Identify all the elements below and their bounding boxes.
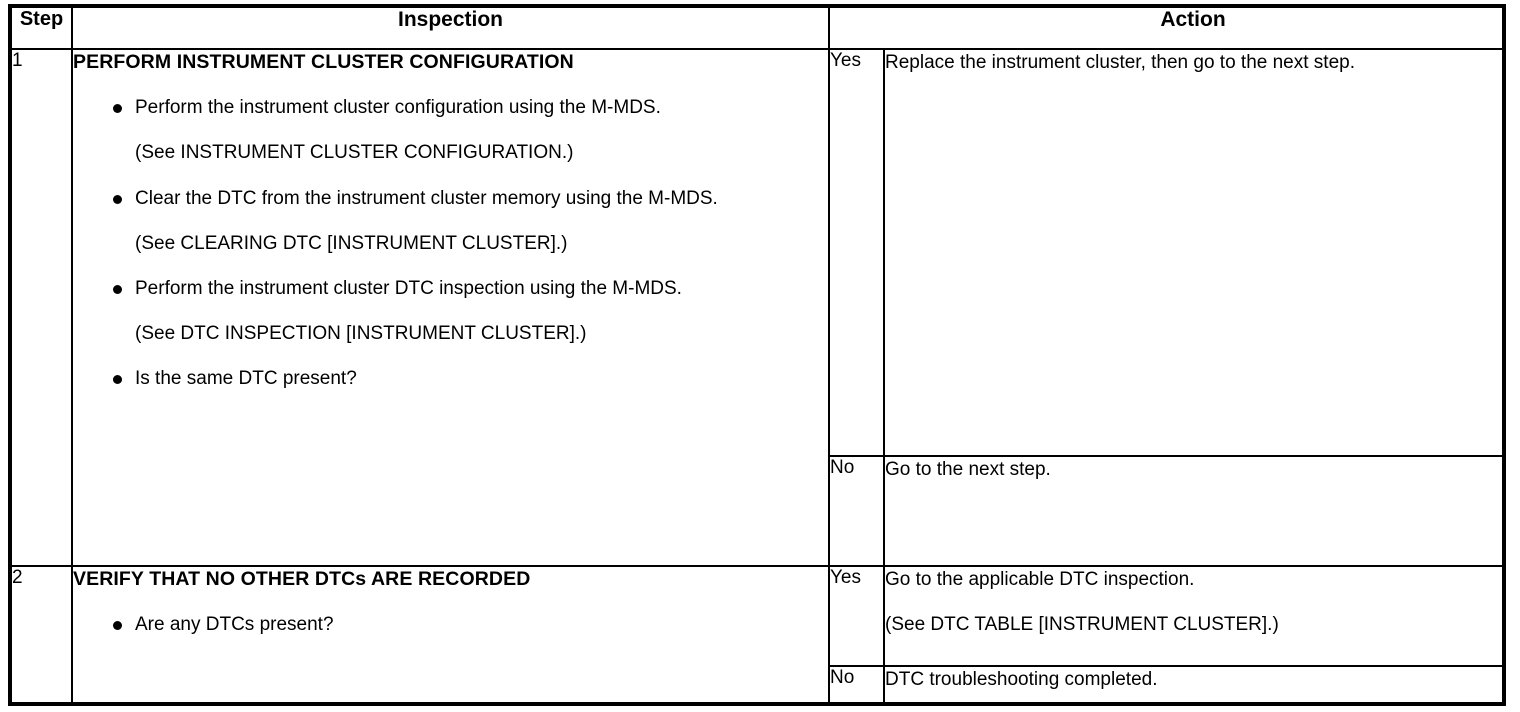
step-number-cell: 1 xyxy=(8,48,73,567)
table-header: Step Inspection Action xyxy=(8,4,1506,50)
action-cell: Go to the next step. xyxy=(883,455,1506,567)
inspection-cell: VERIFY THAT NO OTHER DTCs ARE RECORDED A… xyxy=(71,565,830,706)
result-label-yes: Yes xyxy=(828,565,885,667)
inspection-item-list: Are any DTCs present? xyxy=(73,612,828,637)
column-header-action: Action xyxy=(884,4,1506,50)
reference-note: (See CLEARING DTC [INSTRUMENT CLUSTER].) xyxy=(73,231,828,256)
table-row: No DTC troubleshooting completed. xyxy=(10,665,1506,706)
column-header-step: Step xyxy=(8,4,73,50)
list-item-text: Is the same DTC present? xyxy=(135,367,357,389)
action-cell: Replace the instrument cluster, then go … xyxy=(883,48,1506,457)
action-reference-note: (See DTC TABLE [INSTRUMENT CLUSTER].) xyxy=(885,614,1279,636)
list-item: Perform the instrument cluster DTC inspe… xyxy=(73,276,828,301)
list-item: Are any DTCs present? xyxy=(73,612,828,637)
list-item: Perform the instrument cluster configura… xyxy=(73,95,828,120)
list-item-text: Perform the instrument cluster DTC inspe… xyxy=(135,277,682,299)
result-label-no: No xyxy=(828,455,885,567)
table-row: 1 PERFORM INSTRUMENT CLUSTER CONFIGURATI… xyxy=(8,48,1506,567)
result-label-no: No xyxy=(828,665,885,706)
reference-note-text: (See CLEARING DTC [INSTRUMENT CLUSTER].) xyxy=(135,232,568,254)
list-item-text: Clear the DTC from the instrument cluste… xyxy=(135,187,718,209)
action-cell: Go to the applicable DTC inspection. (Se… xyxy=(883,565,1506,667)
table-row: 2 VERIFY THAT NO OTHER DTCs ARE RECORDED… xyxy=(8,565,1506,706)
action-cell: DTC troubleshooting completed. xyxy=(883,665,1506,706)
bullet-icon xyxy=(113,621,122,631)
inspection-title: VERIFY THAT NO OTHER DTCs ARE RECORDED xyxy=(73,568,531,590)
inspection-cell: PERFORM INSTRUMENT CLUSTER CONFIGURATION… xyxy=(71,48,830,567)
bullet-icon xyxy=(113,104,122,114)
list-item-text: Are any DTCs present? xyxy=(135,614,334,636)
column-header-yesno-spacer xyxy=(828,4,884,50)
table-body: 1 PERFORM INSTRUMENT CLUSTER CONFIGURATI… xyxy=(8,48,1506,706)
action-text: Replace the instrument cluster, then go … xyxy=(885,52,1355,73)
reference-note-text: (See DTC INSPECTION [INSTRUMENT CLUSTER]… xyxy=(135,322,587,344)
action-text: Go to the next step. xyxy=(885,459,1051,480)
bullet-icon xyxy=(113,194,122,204)
bullet-icon xyxy=(113,284,122,294)
list-item: Clear the DTC from the instrument cluste… xyxy=(73,186,828,211)
table-row: No Go to the next step. xyxy=(10,455,1506,567)
step-number-cell: 2 xyxy=(8,565,73,706)
reference-note-text: (See INSTRUMENT CLUSTER CONFIGURATION.) xyxy=(135,142,574,164)
inspection-title: PERFORM INSTRUMENT CLUSTER CONFIGURATION xyxy=(73,51,574,73)
list-item-text: Perform the instrument cluster configura… xyxy=(135,97,661,119)
reference-note: (See INSTRUMENT CLUSTER CONFIGURATION.) xyxy=(73,140,828,165)
column-header-inspection: Inspection xyxy=(71,4,830,50)
list-item: Is the same DTC present? xyxy=(73,366,828,391)
inspection-item-list: Perform the instrument cluster configura… xyxy=(73,95,828,391)
result-label-yes: Yes xyxy=(828,48,885,457)
bullet-icon xyxy=(113,374,122,384)
header-row: Step Inspection Action xyxy=(8,4,1506,50)
reference-note: (See DTC INSPECTION [INSTRUMENT CLUSTER]… xyxy=(73,321,828,346)
action-text: Go to the applicable DTC inspection. xyxy=(885,569,1195,590)
action-text: DTC troubleshooting completed. xyxy=(885,669,1158,690)
dtc-troubleshooting-table: Step Inspection Action 1 PERFORM INSTRUM… xyxy=(8,4,1506,706)
